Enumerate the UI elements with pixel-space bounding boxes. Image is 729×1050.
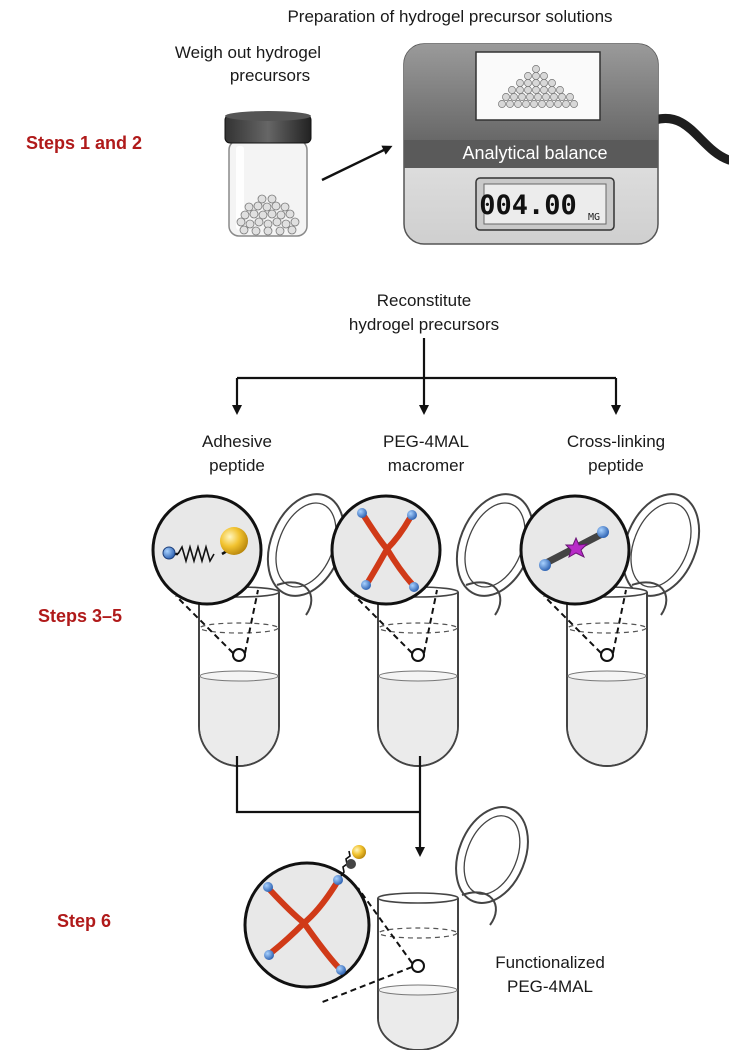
- tube-adhesive-peptide: [151, 493, 346, 767]
- step-label-1-2: Steps 1 and 2: [26, 133, 142, 153]
- tube2-label-line2: macromer: [388, 456, 465, 475]
- tube1-label-line1: Adhesive: [202, 432, 272, 451]
- final-label-line1: Functionalized: [495, 953, 605, 972]
- reconstitute-line1: Reconstitute: [377, 291, 472, 310]
- crosslinking-peptide-molecule: [539, 526, 609, 571]
- balance-reading: 004.00: [479, 190, 577, 221]
- step-label-3-5: Steps 3–5: [38, 606, 122, 626]
- weigh-label-line1: Weigh out hydrogel: [175, 43, 321, 62]
- diagram-title: Preparation of hydrogel precursor soluti…: [287, 7, 612, 26]
- weigh-label-line2: precursors: [230, 66, 310, 85]
- final-label-line2: PEG-4MAL: [507, 977, 593, 996]
- analytical-balance: Analytical balance 004.00 MG: [403, 43, 729, 245]
- peg4mal-molecule: [357, 508, 419, 592]
- merge-connector: [235, 756, 425, 857]
- tube2-label-line1: PEG-4MAL: [383, 432, 469, 451]
- tube1-label-line2: peptide: [209, 456, 265, 475]
- adhesive-peptide-molecule: [162, 527, 248, 564]
- split-arrows: [232, 338, 621, 415]
- powder-granules: [236, 194, 300, 236]
- tube3-label-line1: Cross-linking: [567, 432, 665, 451]
- tube-peg4mal-macromer: [330, 493, 535, 767]
- tube3-label-line2: peptide: [588, 456, 644, 475]
- power-cable: [650, 113, 729, 165]
- tube-crosslinking-peptide: [519, 493, 701, 767]
- functionalized-peg4mal-molecule: [263, 845, 366, 975]
- balance-unit: MG: [588, 212, 600, 223]
- jar-to-balance-arrow: [321, 145, 393, 182]
- powder-pile: [498, 65, 578, 108]
- tube-functionalized-peg4mal: [243, 806, 529, 1050]
- balance-label: Analytical balance: [462, 143, 607, 163]
- precursor-jar: [224, 111, 312, 237]
- step-label-6: Step 6: [57, 911, 111, 931]
- reconstitute-line2: hydrogel precursors: [349, 315, 499, 334]
